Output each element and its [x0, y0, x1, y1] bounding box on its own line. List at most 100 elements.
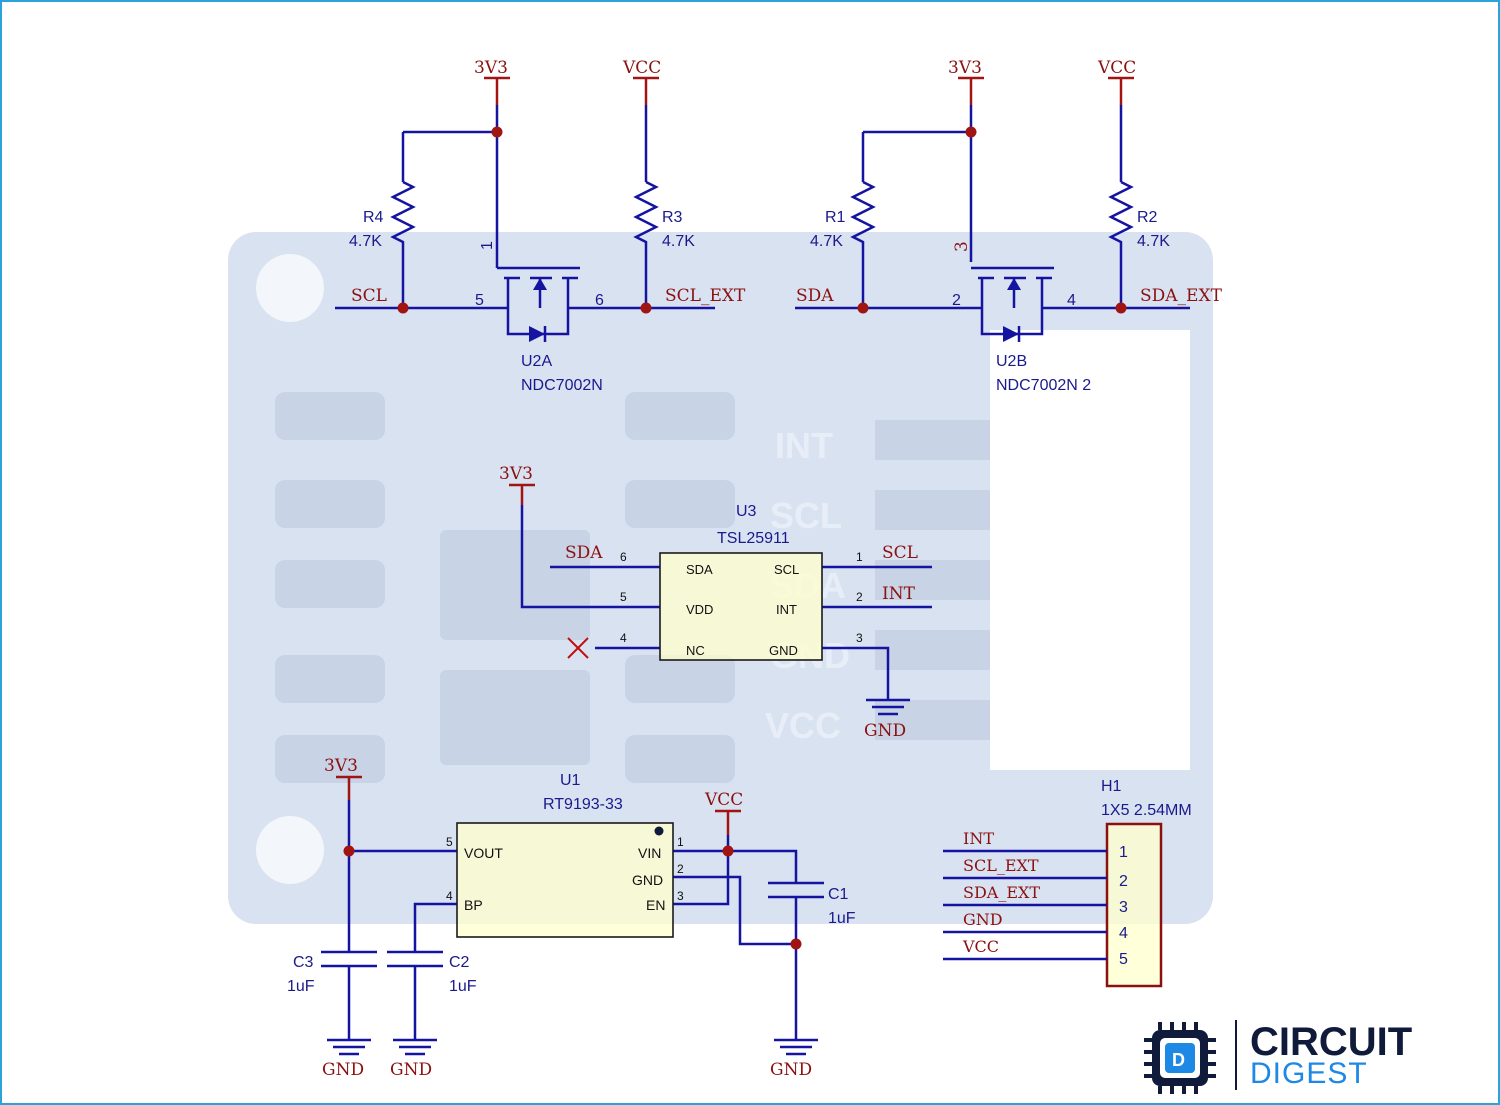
u3-pin-sda: SDA [686, 562, 713, 577]
c1-ref: C1 [828, 886, 849, 903]
h1-pin4: 4 [1119, 925, 1128, 942]
capacitor-c3 [321, 950, 377, 968]
u3-pin-vdd: VDD [686, 602, 713, 617]
gnd-label-u3: GND [864, 721, 906, 741]
resistor-r2 [1108, 180, 1134, 245]
net-scl-ext: SCL_EXT [665, 286, 746, 306]
power-3v3-u1: 3V3 [324, 756, 358, 776]
u1-pin-en: EN [646, 897, 665, 913]
c3-ref: C3 [293, 954, 314, 971]
u2a-ref: U2A [521, 353, 552, 370]
u3-part: TSL25911 [717, 530, 790, 547]
u3-pin5-num: 5 [620, 590, 627, 604]
u3-pin-scl: SCL [774, 562, 799, 577]
u1-pin-gnd: GND [632, 872, 663, 888]
capacitor-c2 [387, 950, 443, 968]
resistor-r1 [850, 180, 876, 245]
mosfet-u2b [971, 266, 1054, 342]
u3-pin6-num: 6 [620, 550, 627, 564]
r4-ref: R4 [363, 209, 384, 226]
c2-ref: C2 [449, 954, 470, 971]
chip-icon: D [1144, 1022, 1216, 1094]
u2b-pin-source: 2 [952, 292, 961, 309]
h1-pin1: 1 [1119, 844, 1128, 861]
power-3v3-a: 3V3 [474, 58, 508, 78]
net-scl-a: SCL [351, 286, 387, 306]
power-vcc-b: VCC [1097, 58, 1136, 78]
u2a-pin-source: 5 [475, 292, 484, 309]
h1-pin5: 5 [1119, 951, 1128, 968]
u1-body [456, 822, 674, 938]
u1-pin4-num: 4 [446, 889, 453, 903]
u1-pin-vout: VOUT [464, 845, 503, 861]
u3-pin-gnd: GND [769, 643, 798, 658]
r2-ref: R2 [1137, 209, 1158, 226]
resistor-r4 [390, 180, 416, 245]
resistor-r3 [633, 180, 659, 245]
circuit-digest-logo: D CIRCUIT DIGEST [1144, 1020, 1412, 1094]
r4-value: 4.7K [349, 233, 382, 250]
r1-value: 4.7K [810, 233, 843, 250]
h1-ref: H1 [1101, 778, 1122, 795]
u3-ref: U3 [736, 503, 757, 520]
power-3v3-u3: 3V3 [499, 464, 533, 484]
u1-pin-vin: VIN [638, 845, 661, 861]
r3-value: 4.7K [662, 233, 695, 250]
u1-pin3-num: 3 [677, 889, 684, 903]
mosfet-u2a [495, 262, 580, 342]
u3-pin3-num: 3 [856, 631, 863, 645]
u3-pin1-num: 1 [856, 550, 863, 564]
u2b-part: NDC7002N 2 [996, 377, 1091, 394]
r2-value: 4.7K [1137, 233, 1170, 250]
power-3v3-b: 3V3 [948, 58, 982, 78]
svg-text:D: D [1172, 1050, 1185, 1070]
ground-symbol-c3 [327, 1038, 371, 1056]
capacitor-c1 [768, 881, 824, 899]
h1-net-sda-ext: SDA_EXT [963, 883, 1040, 902]
u1-part: RT9193-33 [543, 796, 623, 813]
u1-pin-bp: BP [464, 897, 483, 913]
power-vcc-u1: VCC [704, 790, 743, 810]
net-sda-ext: SDA_EXT [1140, 286, 1223, 306]
gnd-label-c1: GND [770, 1060, 812, 1080]
h1-body [1105, 822, 1163, 988]
u2a-part: NDC7002N [521, 377, 603, 394]
r1-ref: R1 [825, 209, 846, 226]
u2b-pin-gate: 3 [952, 241, 972, 252]
level-shifter-b: 3V3 VCC R1 4.7K R2 4.7K 3 2 4 U [795, 58, 1223, 394]
u3-pin2-num: 2 [856, 590, 863, 604]
gnd-label-c2: GND [390, 1060, 432, 1080]
ground-symbol-c1 [774, 1038, 818, 1056]
h1-net-gnd: GND [963, 910, 1003, 929]
logo-line2: DIGEST [1250, 1057, 1368, 1090]
power-vcc-a: VCC [622, 58, 661, 78]
u1-ref: U1 [560, 772, 581, 789]
c1-value: 1uF [828, 910, 856, 927]
u2a-pin-gate: 1 [479, 241, 496, 250]
u2b-ref: U2B [996, 353, 1027, 370]
net-scl-u3: SCL [882, 543, 918, 563]
c2-value: 1uF [449, 978, 477, 995]
sensor-u3: 3V3 U3 TSL25911 6 5 4 SDA VDD NC 1 2 3 S… [499, 464, 932, 741]
u3-pin4-num: 4 [620, 631, 627, 645]
h1-net-scl-ext: SCL_EXT [963, 856, 1039, 875]
silk-int: INT [775, 425, 833, 466]
net-sda-b: SDA [796, 286, 834, 306]
gnd-label-c3: GND [322, 1060, 364, 1080]
silk-vcc: VCC [765, 705, 841, 746]
no-connect-marker [567, 637, 589, 659]
h1-pin3: 3 [1119, 899, 1128, 916]
silk-scl: SCL [770, 495, 842, 536]
c3-value: 1uF [287, 978, 315, 995]
ground-symbol-c2 [393, 1038, 437, 1056]
u2a-pin-drain: 6 [595, 292, 604, 309]
u2b-pin-drain: 4 [1067, 292, 1076, 309]
u3-pin-nc: NC [686, 643, 705, 658]
u1-pin1-marker [654, 826, 664, 836]
logo-line1: CIRCUIT [1250, 1020, 1412, 1064]
h1-net-vcc: VCC [962, 937, 999, 956]
net-int-u3: INT [882, 584, 916, 604]
u1-pin1-num: 1 [677, 835, 684, 849]
